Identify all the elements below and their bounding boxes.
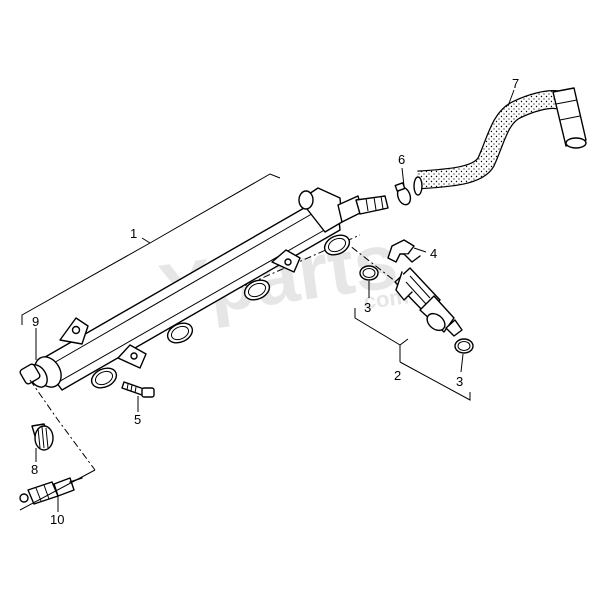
callout-1: 1 — [130, 226, 137, 241]
callout-8: 8 — [31, 462, 38, 477]
leader-7 — [507, 89, 515, 107]
valve-axis-line — [19, 469, 96, 511]
leader-3b — [460, 353, 464, 373]
callout-10: 10 — [50, 512, 64, 527]
fuel-injector — [394, 267, 463, 337]
o-ring-upper — [359, 265, 379, 281]
callout-2: 2 — [394, 368, 401, 383]
fuel-hose — [413, 87, 587, 196]
hose-clamp — [394, 182, 412, 206]
bracket-group-2 — [354, 308, 471, 401]
bracket-group-1 — [21, 173, 281, 325]
callout-5: 5 — [134, 412, 141, 427]
retaining-clip — [387, 239, 421, 263]
fuel-rail — [19, 187, 389, 391]
callout-9: 9 — [32, 314, 39, 329]
callout-4: 4 — [430, 246, 437, 261]
callout-3-lower: 3 — [456, 374, 463, 389]
leader-4 — [413, 247, 427, 253]
callout-7: 7 — [512, 76, 519, 91]
injector-axis-line — [339, 237, 401, 286]
mounting-bolt — [121, 381, 155, 398]
leader-6 — [401, 167, 405, 187]
o-ring-lower — [454, 338, 474, 354]
cap-axis-line — [29, 379, 96, 471]
protective-cap — [31, 423, 54, 451]
callout-6: 6 — [398, 152, 405, 167]
callout-3-upper: 3 — [364, 300, 371, 315]
